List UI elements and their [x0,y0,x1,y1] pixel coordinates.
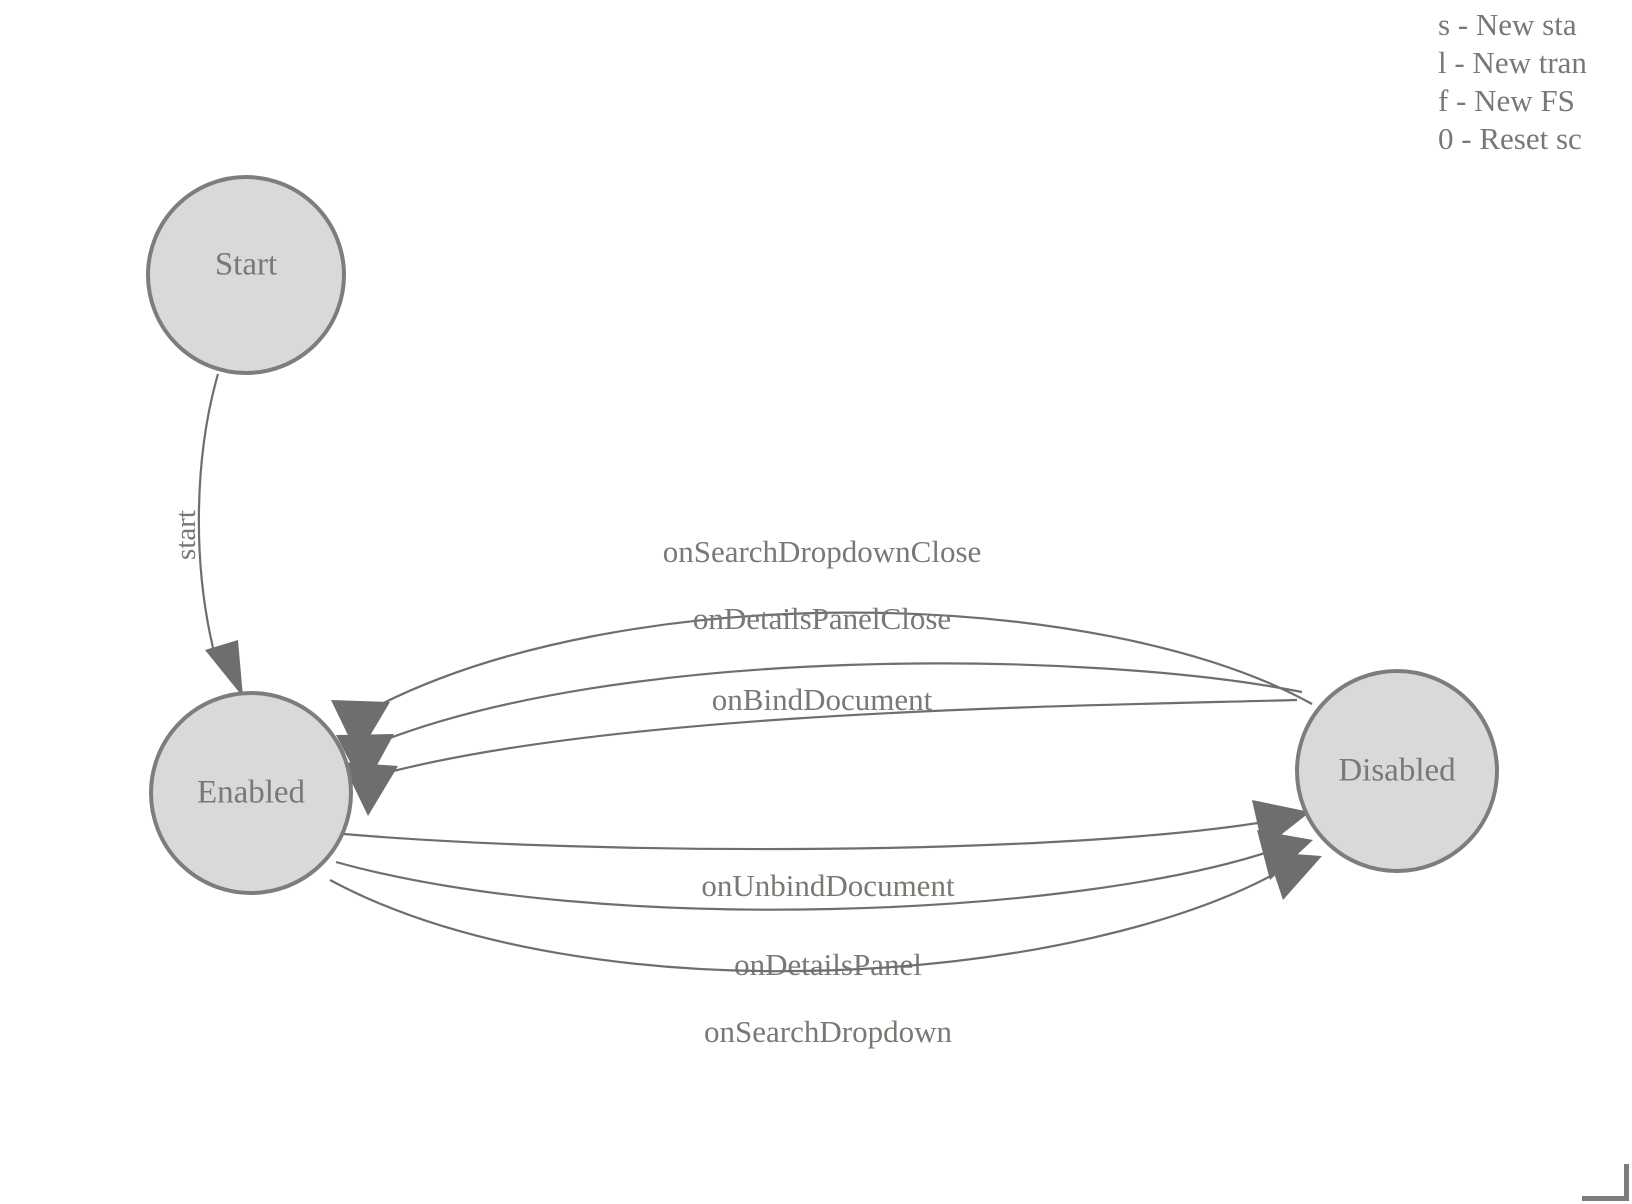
edge-ondetailspanelclose-path [371,662,1303,747]
node-disabled-label: Disabled [1338,753,1456,789]
edge-onsearchdropdown-arrowhead [1267,852,1322,900]
edge-ondetailspanel[interactable]: onDetailsPanel [335,830,1313,982]
edge-ondetailspanelclose[interactable]: onDetailsPanelClose [336,601,1303,789]
node-start[interactable]: Start [146,175,346,375]
edge-onsearchdropdown-path [329,863,1293,973]
edge-onsearchdropdownclose-path [367,611,1313,712]
edge-start-arrowhead [205,640,243,697]
edge-label-onunbinddocument: onUnbindDocument [701,868,955,903]
node-enabled[interactable]: Enabled [149,691,353,895]
edge-label-ondetailspanelclose: onDetailsPanelClose [693,601,951,636]
edge-onbinddocument-arrowhead [342,762,398,816]
edge-label-onsearchdropdown: onSearchDropdown [704,1014,952,1049]
edge-onsearchdropdown[interactable]: onSearchDropdown [329,852,1322,1049]
edge-ondetailspanel-path [335,846,1281,911]
edge-label-ondetailspanel: onDetailsPanel [734,947,922,982]
edge-start-path [197,373,220,661]
edge-onunbinddocument-path [343,818,1277,851]
node-enabled-label: Enabled [197,775,306,811]
node-disabled-circle[interactable] [1295,669,1499,873]
edge-label-onbinddocument: onBindDocument [712,682,933,717]
node-disabled[interactable]: Disabled [1295,669,1499,873]
canvas-resize-corner[interactable] [1582,1164,1629,1201]
edge-start[interactable]: start [170,373,243,697]
node-enabled-circle[interactable] [149,691,353,895]
edge-onunbinddocument[interactable]: onUnbindDocument [343,800,1310,903]
edge-onsearchdropdownclose-arrowhead [331,700,390,756]
edge-label-start: start [170,510,202,560]
edge-ondetailspanelclose-arrowhead [336,734,394,789]
edge-onbinddocument-path [377,698,1298,777]
edge-onsearchdropdownclose[interactable]: onSearchDropdownClose [331,534,1313,756]
node-start-circle[interactable] [146,175,346,375]
edge-label-onsearchdropdownclose: onSearchDropdownClose [663,534,982,569]
edge-onbinddocument[interactable]: onBindDocument [342,682,1298,816]
node-start-label: Start [215,247,277,283]
